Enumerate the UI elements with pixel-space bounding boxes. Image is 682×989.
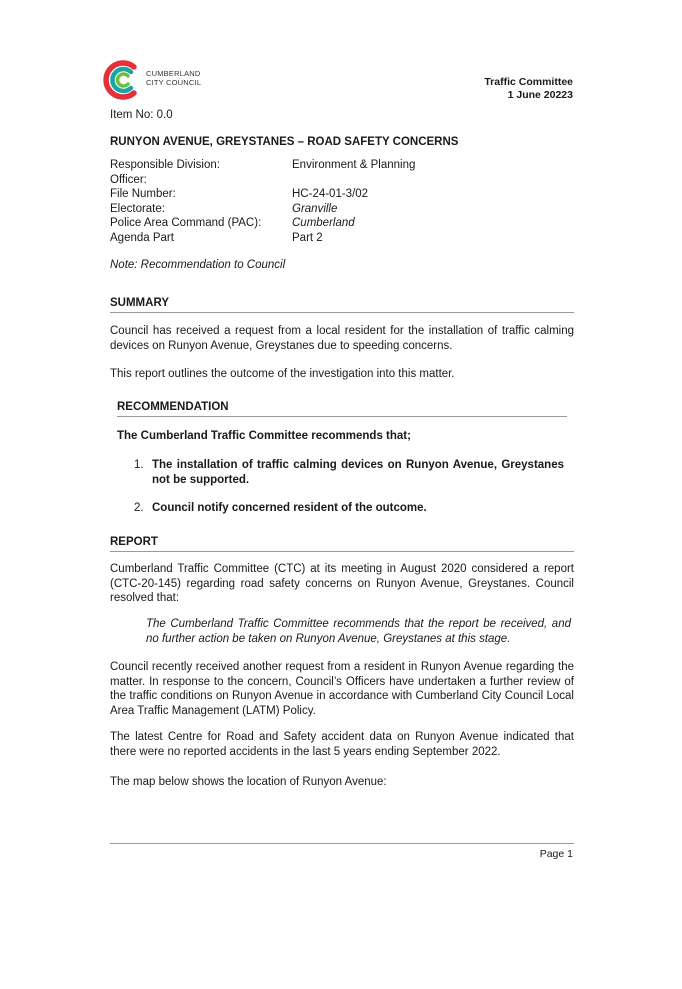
recommendation-item: 1. The installation of traffic calming d…: [134, 458, 564, 487]
report-paragraph-4: The map below shows the location of Runy…: [110, 776, 387, 788]
item-number: Item No: 0.0: [110, 109, 173, 121]
recommendation-list: 1. The installation of traffic calming d…: [134, 458, 564, 530]
meta-row: Agenda Part Part 2: [110, 231, 415, 246]
meta-row: Officer:: [110, 173, 415, 188]
committee-name: Traffic Committee: [484, 76, 573, 88]
report-paragraph-3: The latest Centre for Road and Safety ac…: [110, 731, 574, 758]
meta-value: [292, 173, 415, 188]
meta-value: Environment & Planning: [292, 159, 416, 171]
page-number: Page 1: [539, 848, 573, 860]
meta-label: Agenda Part: [110, 231, 174, 244]
report-title: RUNYON AVENUE, GREYSTANES – ROAD SAFETY …: [110, 136, 459, 148]
meta-label: Electorate:: [110, 202, 165, 215]
recommendation-lead: The Cumberland Traffic Committee recomme…: [117, 430, 411, 442]
logo-text: CUMBERLAND CITY COUNCIL: [146, 69, 201, 87]
logo-line-2: CITY COUNCIL: [146, 78, 202, 87]
item-text: Council notify concerned resident of the…: [152, 502, 427, 515]
summary-paragraph-1: Council has received a request from a lo…: [110, 325, 574, 352]
meta-value: HC-24-01-3/02: [292, 188, 369, 201]
recommendation-item: 2. Council notify concerned resident of …: [134, 501, 564, 516]
footer-divider: [110, 843, 574, 844]
meta-value: Granville: [292, 202, 338, 215]
item-number-label: 2.: [134, 502, 144, 515]
item-text: The installation of traffic calming devi…: [152, 459, 564, 486]
report-paragraph-1: Cumberland Traffic Committee (CTC) at it…: [110, 563, 574, 605]
logo-line-1: CUMBERLAND: [146, 69, 201, 78]
summary-heading: SUMMARY: [110, 297, 574, 313]
meta-label: Officer:: [110, 173, 147, 186]
meta-label: File Number:: [110, 188, 176, 201]
recommendation-heading: RECOMMENDATION: [117, 401, 567, 417]
meta-value: Part 2: [292, 231, 323, 244]
meta-row: Responsible Division: Environment & Plan…: [110, 158, 415, 173]
meta-row: Electorate: Granville: [110, 202, 415, 217]
meta-value: Cumberland: [292, 217, 355, 230]
meta-table: Responsible Division: Environment & Plan…: [110, 158, 415, 246]
summary-paragraph-2: This report outlines the outcome of the …: [110, 368, 455, 380]
report-paragraph-2: Council recently received another reques…: [110, 661, 574, 717]
meta-label: Responsible Division:: [110, 159, 220, 171]
meta-row: Police Area Command (PAC): Cumberland: [110, 216, 415, 231]
recommendation-note: Note: Recommendation to Council: [110, 259, 286, 271]
meta-label: Police Area Command (PAC):: [110, 217, 262, 230]
council-logo: CUMBERLAND CITY COUNCIL: [100, 58, 220, 102]
report-heading: REPORT: [110, 536, 574, 552]
report-quote: The Cumberland Traffic Committee recomme…: [146, 618, 571, 645]
header-info: Traffic Committee 1 June 20223: [484, 76, 573, 102]
council-logo-icon: [103, 60, 137, 100]
item-number-label: 1.: [134, 459, 144, 471]
meta-row: File Number: HC-24-01-3/02: [110, 187, 415, 202]
meeting-date: 1 June 20223: [507, 89, 573, 101]
